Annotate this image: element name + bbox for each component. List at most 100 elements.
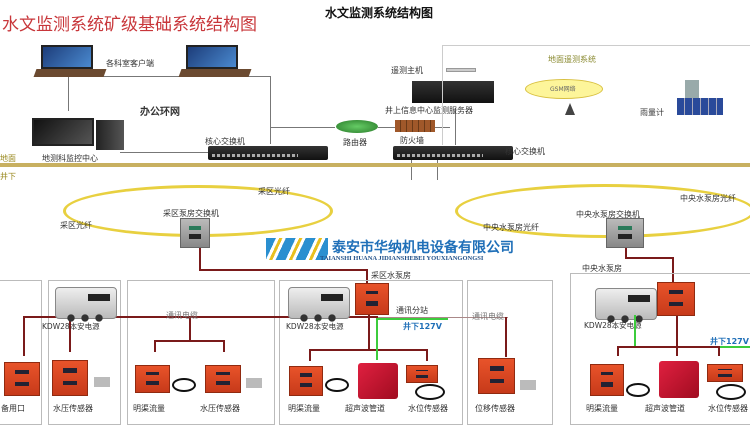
water-pressure-label-2: 水压传感器 — [200, 404, 240, 413]
displacement-label: 位移传感器 — [475, 404, 515, 413]
psu-label-1: KDW28本安电源 — [42, 322, 100, 331]
central-switch-icon — [606, 218, 644, 248]
water-pressure-label-1: 水压传感器 — [53, 404, 93, 413]
gsm-cloud-icon — [525, 79, 603, 99]
sensor-icon — [246, 378, 262, 388]
server-icon — [412, 81, 494, 103]
sensor-icon — [94, 377, 110, 387]
antenna-tower-icon — [565, 103, 575, 115]
ultrasonic-device — [358, 363, 398, 399]
open-channel-flow-label-2: 明渠流量 — [288, 404, 320, 413]
link-line — [68, 77, 69, 111]
probe-coil-icon — [626, 383, 650, 397]
psu-icon — [55, 287, 117, 323]
firewall-icon — [395, 120, 435, 132]
link-line — [378, 127, 396, 128]
router-icon — [336, 120, 378, 133]
cable — [366, 269, 368, 283]
cable — [154, 340, 224, 342]
red-title: 水文监测系统矿级基础系统结构图 — [2, 15, 257, 35]
water-level-label-2: 水位传感器 — [708, 404, 748, 413]
psu-icon — [595, 288, 657, 324]
core-switch-icon — [208, 146, 328, 160]
ground-telemetry-title: 地面遥测系统 — [548, 55, 596, 64]
flow-meter-device — [590, 364, 624, 396]
monitor-icon — [32, 118, 94, 146]
link-line — [270, 76, 271, 144]
ground-label: 地面 — [0, 154, 16, 163]
open-channel-flow-label-3: 明渠流量 — [586, 404, 618, 413]
voltage-label-1: 井下127V — [403, 322, 442, 331]
cable — [309, 349, 427, 351]
water-pressure-device — [52, 360, 88, 396]
central-switch-label: 中央水泵房交换机 — [576, 210, 640, 219]
cable — [199, 269, 367, 271]
probe-coil-icon — [415, 384, 445, 400]
cable — [676, 316, 678, 356]
company-name: 泰安市华纳机电设备有限公司 — [332, 240, 514, 256]
router-label: 路由器 — [343, 138, 367, 147]
spare-port-label: 备用口 — [1, 404, 25, 413]
ultrasonic-device — [659, 361, 699, 398]
central-fiber-ring — [455, 184, 750, 238]
flow-meter-device — [135, 365, 170, 393]
power-line — [634, 315, 636, 348]
office-ring-label: 办公环网 — [140, 107, 180, 118]
solar-panel-icon — [677, 98, 723, 115]
power-line — [376, 318, 448, 320]
telemetry-host-icon — [446, 68, 476, 72]
central-pump-room-label: 中央水泵房 — [582, 264, 622, 273]
cable — [617, 346, 720, 348]
underground-label: 井下 — [0, 172, 16, 181]
cable — [223, 340, 225, 352]
open-channel-flow-label-1: 明渠流量 — [133, 404, 165, 413]
diagram-title: 水文监测系统结构图 — [325, 6, 434, 20]
ultrasonic-label-1: 超声波管道 — [345, 404, 385, 413]
cable — [426, 349, 428, 361]
cable — [199, 248, 201, 270]
link-line — [437, 160, 438, 180]
psu-label-3: KDW28本安电源 — [584, 321, 642, 330]
link-line — [455, 108, 456, 145]
link-line — [411, 160, 412, 180]
comm-cable — [23, 316, 378, 318]
telemetry-host-label: 遥测主机 — [391, 66, 423, 75]
sensor-icon — [520, 380, 536, 390]
link-line — [270, 127, 335, 128]
mining-fiber-top: 采区光纤 — [258, 187, 290, 196]
mining-pump-room-label: 采区水泵房 — [371, 271, 411, 280]
displacement-device — [478, 358, 515, 394]
mining-switch-icon — [180, 218, 210, 248]
core-switch-right-label: 核心交换机 — [505, 147, 545, 156]
company-pinyin: TAIANSHI HUANA JIDIANSHEBEI YOUXIANGONGS… — [320, 255, 484, 262]
comm-substation-label: 通讯分站 — [396, 306, 428, 315]
pc-tower-icon — [96, 120, 124, 150]
clients-label: 各科室客户端 — [106, 59, 154, 68]
cable — [625, 257, 673, 259]
central-fiber-left: 中央水泵房光纤 — [483, 223, 539, 232]
cable — [69, 316, 71, 352]
ground-telemetry-area — [442, 45, 750, 145]
water-level-label-1: 水位传感器 — [408, 404, 448, 413]
water-level-device — [707, 364, 743, 382]
cable — [189, 316, 191, 340]
cable — [368, 305, 370, 350]
water-pressure-device — [205, 365, 241, 393]
client-laptop — [33, 45, 107, 77]
ground-divider — [0, 163, 750, 167]
cable — [23, 316, 25, 356]
ultrasonic-label-2: 超声波管道 — [645, 404, 685, 413]
voltage-label-2: 井下127V — [710, 337, 749, 346]
client-laptop — [178, 45, 252, 77]
power-line — [376, 318, 378, 360]
spare-port-device — [4, 362, 40, 396]
monitor-center-label: 地测科监控中心 — [42, 154, 98, 163]
gsm-label: GSM网络 — [550, 86, 576, 93]
probe-coil-icon — [325, 378, 349, 392]
cable — [154, 340, 156, 352]
company-logo — [266, 238, 328, 260]
cable — [718, 346, 720, 356]
rain-gauge-icon — [685, 80, 699, 100]
probe-coil-icon — [716, 384, 746, 400]
core-switch-left-label: 核心交换机 — [205, 137, 245, 146]
